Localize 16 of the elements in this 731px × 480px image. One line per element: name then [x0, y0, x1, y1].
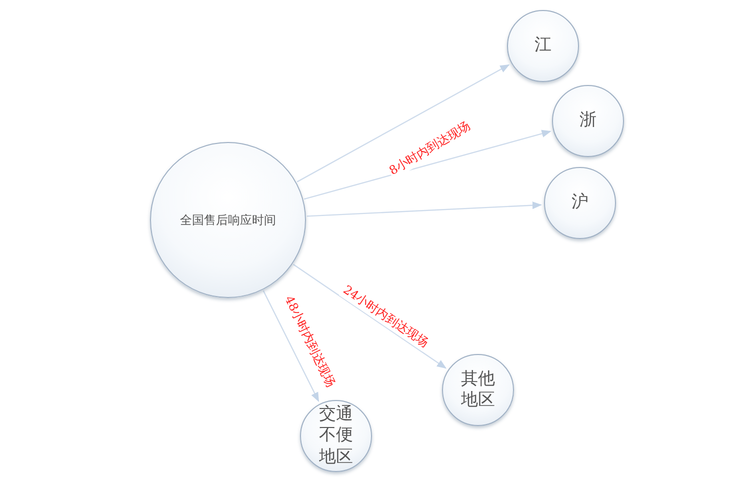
- node-label: 其他地区: [460, 368, 496, 412]
- node-label: 沪: [570, 192, 590, 214]
- node-label: 交通不便地区: [318, 404, 354, 468]
- node-label: 浙: [578, 110, 598, 132]
- arrow: [304, 130, 552, 200]
- circle-node: [544, 167, 616, 239]
- circle-node: [552, 85, 624, 157]
- circle-node: [300, 400, 372, 472]
- arrow: [262, 290, 320, 402]
- circle-node: [442, 354, 514, 426]
- arrow: [296, 64, 510, 182]
- circle-node: [507, 10, 579, 82]
- node-label: 全国售后响应时间: [179, 212, 277, 228]
- arrow: [306, 201, 542, 217]
- node-label: 江: [534, 35, 552, 57]
- arrow: [292, 264, 447, 369]
